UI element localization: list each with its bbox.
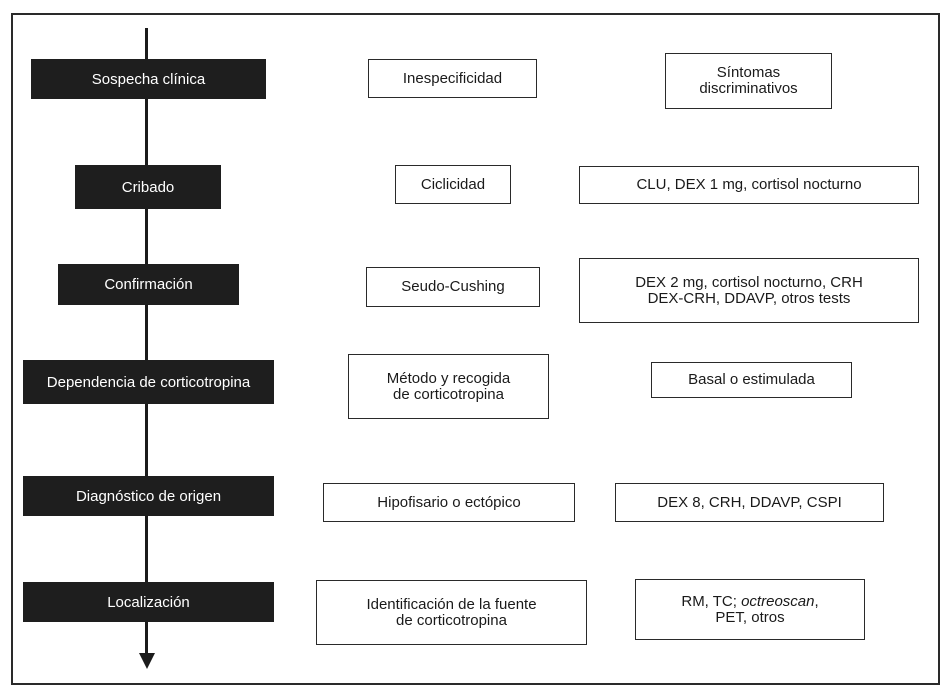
box-origen-tests: DEX 8, CRH, DDAVP, CSPI [615,483,884,522]
arrow-down-icon [139,653,155,669]
box-basal-estimulada: Basal o estimulada [651,362,852,398]
box-sintomas-discriminativos: Síntomas discriminativos [665,53,832,109]
box-identificacion-fuente: Identificación de la fuente de corticotr… [316,580,587,645]
box-cribado-tests: CLU, DEX 1 mg, cortisol nocturno [579,166,919,204]
box-inespecificidad: Inespecificidad [368,59,537,98]
figure-frame [11,13,940,685]
box-ciclicidad: Ciclicidad [395,165,511,204]
stage-confirmacion: Confirmación [58,264,239,305]
box-seudo-cushing: Seudo-Cushing [366,267,540,307]
stage-localizacion: Localización [23,582,274,622]
box-localizacion-tests: RM, TC; octreoscan, PET, otros [635,579,865,640]
vertical-flow-line [145,28,148,656]
box-hipofisario-ectopico: Hipofisario o ectópico [323,483,575,522]
box-metodo-recogida: Método y recogida de corticotropina [348,354,549,419]
box-confirmacion-tests: DEX 2 mg, cortisol nocturno, CRH DEX-CRH… [579,258,919,323]
stage-dependencia-corticotropina: Dependencia de corticotropina [23,360,274,404]
stage-sospecha-clinica: Sospecha clínica [31,59,266,99]
stage-cribado: Cribado [75,165,221,209]
localizacion-text: RM, TC; octreoscan, PET, otros [681,592,819,626]
stage-diagnostico-origen: Diagnóstico de origen [23,476,274,516]
